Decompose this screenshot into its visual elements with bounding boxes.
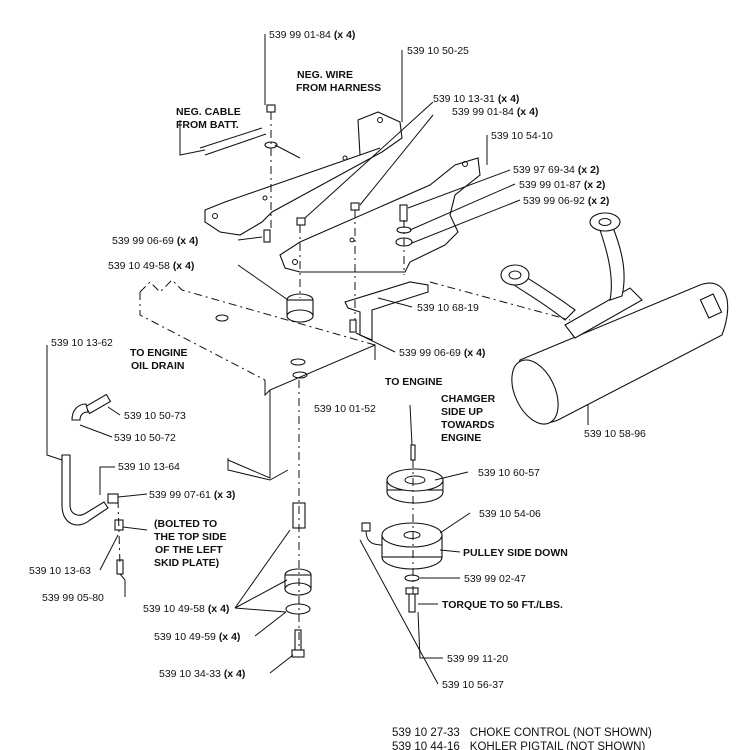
isolators xyxy=(284,293,314,658)
note-changer: TOWARDS xyxy=(441,419,494,431)
part-label: 539 99 01-87 (x 2) xyxy=(519,179,605,191)
note-bolted: OF THE LEFT xyxy=(155,544,223,556)
part-label: 539 10 58-96 xyxy=(584,428,646,440)
part-label: 539 10 13-64 xyxy=(118,461,180,473)
part-label: 539 99 11-20 xyxy=(447,653,508,665)
note-bolted: SKID PLATE) xyxy=(154,557,219,569)
part-label: 539 10 56-37 xyxy=(442,679,504,691)
note-oil-drain: TO ENGINE xyxy=(130,347,188,359)
part-label: 539 10 01-52 xyxy=(314,403,376,415)
leader-lines xyxy=(46,34,589,685)
part-label: 539 10 54-10 xyxy=(491,130,553,142)
part-label: 539 99 06-69 (x 4) xyxy=(112,235,198,247)
note-neg-cable: FROM BATT. xyxy=(176,119,239,131)
part-label: 539 10 49-58 (x 4) xyxy=(143,603,229,615)
bracket-50-25 xyxy=(204,111,403,236)
note-changer: CHAMGER xyxy=(441,393,496,405)
part-label: 539 10 54-06 xyxy=(479,508,541,520)
part-label: 539 99 06-69 (x 4) xyxy=(399,347,485,359)
bracket-54-10 xyxy=(279,157,481,273)
notes: NEG. WIRE FROM HARNESS NEG. CABLE FROM B… xyxy=(130,69,568,611)
note-neg-cable: NEG. CABLE xyxy=(176,106,241,118)
part-labels: 539 99 01-84 (x 4) 539 10 50-25 539 10 1… xyxy=(29,29,646,691)
part-label: 539 10 50-25 xyxy=(407,45,469,57)
note-pulley-side: PULLEY SIDE DOWN xyxy=(463,547,568,559)
part-label: 539 10 50-72 xyxy=(114,432,176,444)
part-label: 539 10 49-58 (x 4) xyxy=(108,260,194,272)
part-label: 539 10 60-57 xyxy=(478,467,540,479)
part-label: 539 99 07-61 (x 3) xyxy=(149,489,235,501)
skid-plate xyxy=(139,279,376,481)
part-label: 539 97 69-34 (x 2) xyxy=(513,164,599,176)
pulley-clutch xyxy=(361,444,444,613)
center-lines xyxy=(117,112,571,650)
muffler xyxy=(500,212,729,425)
part-label: 539 10 34-33 (x 4) xyxy=(159,668,245,680)
bracket-68-19 xyxy=(344,281,429,341)
note-to-engine: TO ENGINE xyxy=(385,376,443,388)
part-label: 539 99 05-80 xyxy=(42,592,104,604)
part-label: 539 10 49-59 (x 4) xyxy=(154,631,240,643)
note-changer: ENGINE xyxy=(441,432,481,444)
part-label: 539 99 01-84 (x 4) xyxy=(452,106,538,118)
part-label: 539 10 13-31 (x 4) xyxy=(433,93,519,105)
part-label: 539 99 06-92 (x 2) xyxy=(523,195,609,207)
note-oil-drain: OIL DRAIN xyxy=(131,360,184,372)
part-label: 539 99 02-47 xyxy=(464,573,526,585)
part-label: 539 10 50-73 xyxy=(124,410,186,422)
note-bolted: THE TOP SIDE xyxy=(154,531,227,543)
neg-cables xyxy=(199,127,301,159)
part-label: 539 99 01-84 (x 4) xyxy=(269,29,355,41)
note-neg-wire: NEG. WIRE xyxy=(297,69,353,81)
oil-drain xyxy=(61,393,124,575)
part-label: 539 10 13-63 xyxy=(29,565,91,577)
note-changer: SIDE UP xyxy=(441,406,483,418)
note-torque: TORQUE TO 50 FT./LBS. xyxy=(442,599,563,611)
note-neg-wire: FROM HARNESS xyxy=(296,82,381,94)
part-label: 539 10 13-62 xyxy=(51,337,113,349)
part-label: 539 10 68-19 xyxy=(417,302,479,314)
note-bolted: (BOLTED TO xyxy=(154,518,217,530)
